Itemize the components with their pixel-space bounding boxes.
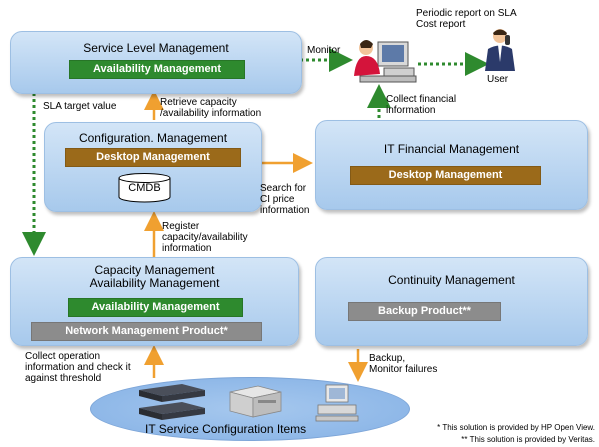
collect-operation-text-line2: information and check it bbox=[25, 362, 131, 373]
network-device-icon bbox=[139, 384, 205, 420]
capacity-management-box: Capacity Management Availability Managem… bbox=[10, 257, 299, 346]
retrieve-text-line2: /availability information bbox=[160, 108, 262, 119]
service-level-management-box: Service Level Management Availability Ma… bbox=[10, 31, 302, 94]
backup-text-line2: Monitor failures bbox=[369, 364, 438, 375]
it-financial-management-box: IT Financial Management Desktop Manageme… bbox=[315, 120, 588, 210]
operator-workstation-icon bbox=[354, 40, 417, 83]
report-text-line1: Periodic report on SLA bbox=[416, 8, 517, 19]
cmdb-cylinder-icon bbox=[118, 173, 171, 203]
search-text-line2: CI price bbox=[260, 194, 295, 205]
retrieve-text-line1: Retrieve capacity bbox=[160, 97, 237, 108]
sla-target-text: SLA target value bbox=[43, 101, 117, 112]
monitor-text: Monitor bbox=[307, 45, 341, 56]
collect-operation-text-line1: Collect operation bbox=[25, 351, 101, 362]
backup-text-line1: Backup, bbox=[369, 353, 406, 364]
continuity-management-title: Continuity Management bbox=[388, 273, 515, 287]
footnote-hp-openview: * This solution is provided by HP Open V… bbox=[437, 423, 595, 432]
it-financial-management-title: IT Financial Management bbox=[383, 142, 520, 156]
register-text-line2: capacity/availability bbox=[162, 232, 248, 243]
collect-financial-text-line1: Collect financial bbox=[386, 94, 457, 105]
user-icon bbox=[485, 29, 515, 71]
server-icon bbox=[229, 385, 282, 418]
search-text-line1: Search for bbox=[260, 183, 307, 194]
user-text: User bbox=[487, 74, 509, 85]
configuration-items-label: IT Service Configuration Items bbox=[145, 422, 307, 436]
collect-financial-text-line2: information bbox=[386, 105, 436, 116]
capacity-management-title: Capacity Management bbox=[94, 263, 215, 277]
availability-management-label: Availability Management bbox=[69, 60, 245, 79]
desktop-management-label: Desktop Management bbox=[65, 148, 241, 167]
footnote-veritas: ** This solution is provided by Veritas. bbox=[461, 435, 595, 444]
continuity-management-box: Continuity Management Backup Product** bbox=[315, 257, 588, 346]
report-text-line2: Cost report bbox=[416, 19, 466, 30]
configuration-management-title: Configuration. Management bbox=[78, 131, 228, 145]
availability-management-label: Availability Management bbox=[68, 298, 243, 317]
availability-management-title: Availability Management bbox=[89, 276, 220, 290]
desktop-pc-icon bbox=[315, 384, 359, 422]
service-level-management-title: Service Level Management bbox=[83, 41, 229, 55]
search-text-line3: information bbox=[260, 205, 310, 216]
register-text-line1: Register bbox=[162, 221, 200, 232]
desktop-management-label: Desktop Management bbox=[350, 166, 541, 185]
register-text-line3: information bbox=[162, 243, 212, 254]
cmdb-label: CMDB bbox=[128, 182, 161, 194]
collect-operation-text-line3: against threshold bbox=[25, 373, 102, 384]
backup-product-label: Backup Product** bbox=[348, 302, 501, 321]
network-management-product-label: Network Management Product* bbox=[31, 322, 262, 341]
